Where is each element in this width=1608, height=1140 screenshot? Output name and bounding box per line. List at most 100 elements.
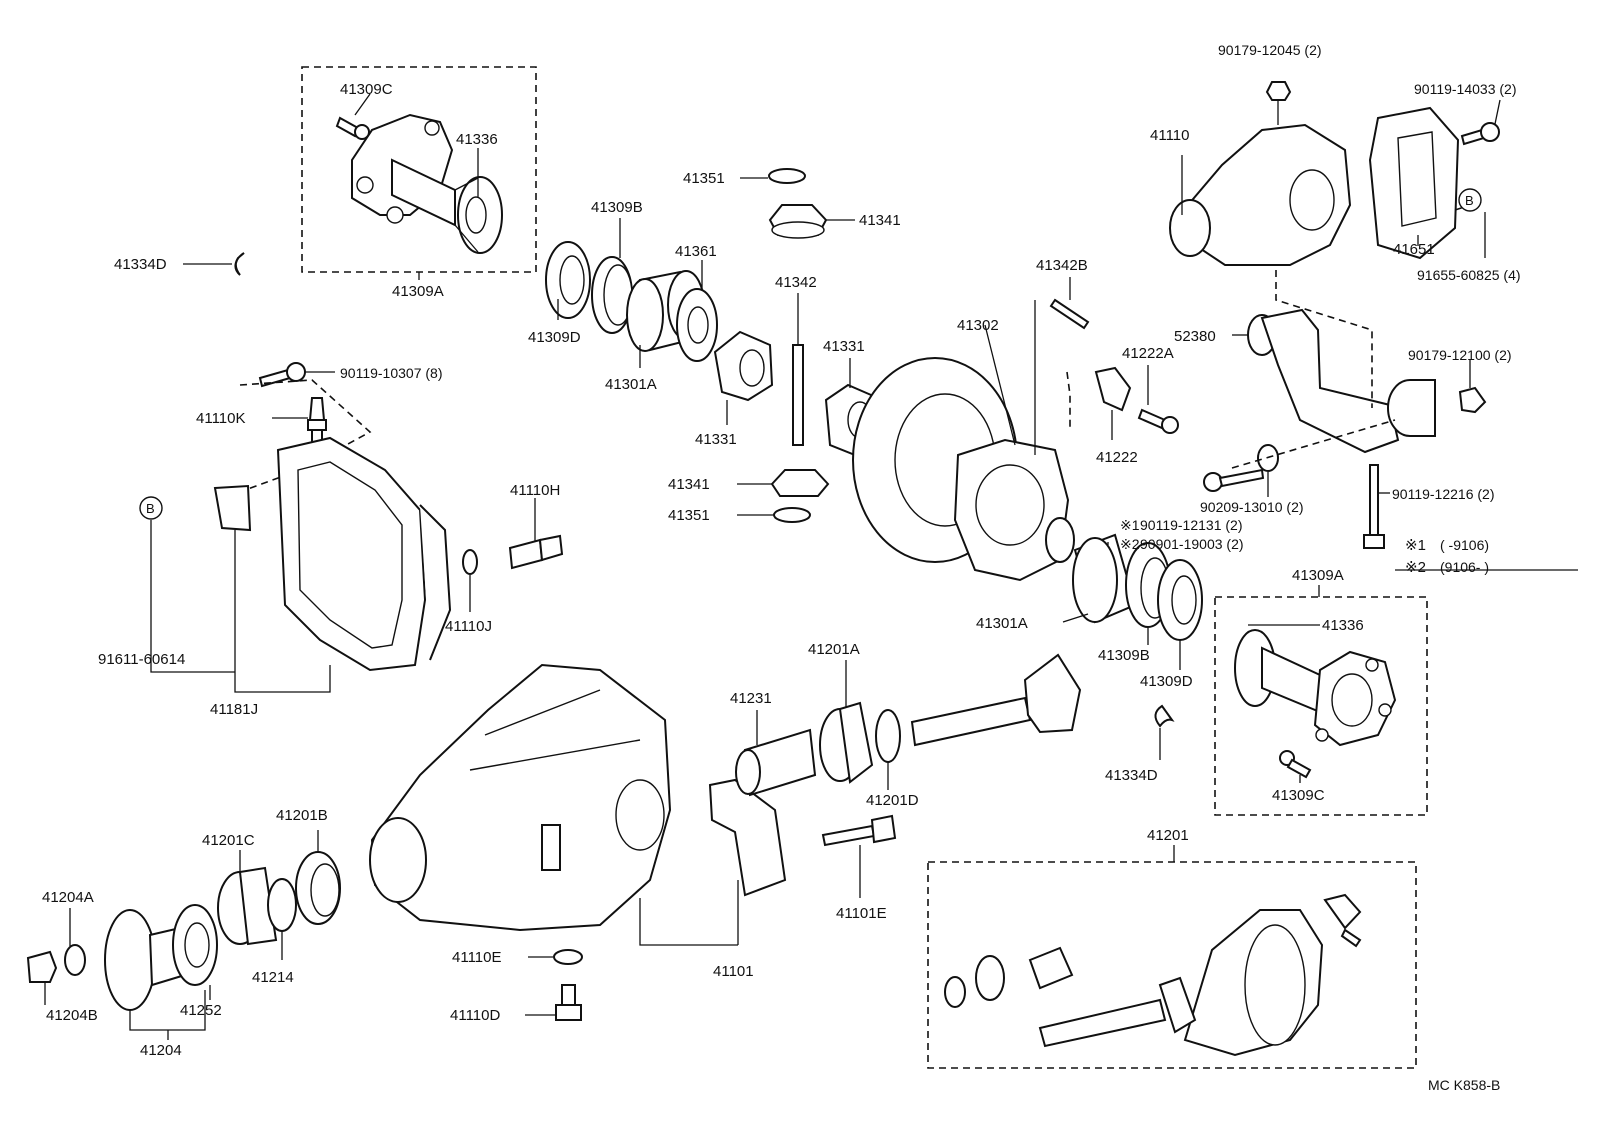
- label-41336-right[interactable]: 41336: [1322, 617, 1364, 634]
- label-41110K[interactable]: 41110K: [196, 410, 246, 427]
- label-41342[interactable]: 41342: [775, 274, 817, 291]
- pinion-shaft-41342: [792, 344, 804, 446]
- label-41110J[interactable]: 41110J: [445, 618, 492, 635]
- label-90901-19003[interactable]: 90901-19003 (2): [1140, 536, 1244, 552]
- washer-41204A: [64, 944, 86, 976]
- label-41309C-right[interactable]: 41309C: [1272, 787, 1325, 804]
- flange-41204: [104, 904, 218, 1011]
- label-41301A-bottom[interactable]: 41301A: [976, 615, 1028, 632]
- label-41309A-top[interactable]: 41309A: [392, 283, 444, 300]
- label-41201[interactable]: 41201: [1147, 827, 1189, 844]
- label-90119-12216[interactable]: 90119-12216 (2): [1392, 486, 1494, 502]
- note-mark-2: ※2: [1405, 559, 1426, 576]
- drive-pinion: [910, 653, 1082, 747]
- oil-seal-41309D-top: [545, 241, 591, 319]
- label-41341-top[interactable]: 41341: [859, 212, 901, 229]
- label-41302[interactable]: 41302: [957, 317, 999, 334]
- label-41351-top[interactable]: 41351: [683, 170, 725, 187]
- label-90119-14033[interactable]: 90119-14033 (2): [1414, 81, 1516, 97]
- group-box-41201: [927, 861, 1417, 1069]
- label-90209-13010[interactable]: 90209-13010 (2): [1200, 499, 1304, 515]
- label-41222[interactable]: 41222: [1096, 449, 1138, 466]
- label-41336-top[interactable]: 41336: [456, 131, 498, 148]
- bearing-41201A: [819, 701, 874, 784]
- label-41204A[interactable]: 41204A: [42, 889, 94, 906]
- label-41110D[interactable]: 41110D: [450, 1007, 500, 1024]
- bearing-cup-41309B-top: [591, 256, 633, 334]
- bearing-race-41361: [676, 288, 718, 362]
- bolt-41309C-right: [1279, 750, 1312, 779]
- label-41334D-left[interactable]: 41334D: [114, 256, 167, 273]
- leader-90119-14033: [1494, 99, 1501, 125]
- bolt-41309C-top: [335, 116, 370, 140]
- nameplate: [213, 484, 252, 532]
- dash-link-41222: [1066, 371, 1071, 430]
- label-41252[interactable]: 41252: [180, 1002, 222, 1019]
- label-41331-left[interactable]: 41331: [695, 431, 737, 448]
- label-41301A-top[interactable]: 41301A: [605, 376, 657, 393]
- dash-link-90209: [1231, 419, 1396, 469]
- nut-90179-12045: [1265, 81, 1292, 101]
- note-mark-2-inline: ※2: [1120, 536, 1140, 552]
- label-41361[interactable]: 41361: [675, 243, 717, 260]
- label-41110H[interactable]: 41110H: [510, 482, 560, 499]
- label-91611-60614[interactable]: 91611-60614: [98, 651, 185, 668]
- label-41201D[interactable]: 41201D: [866, 792, 919, 809]
- label-90119-12131[interactable]: 90119-12131 (2): [1140, 517, 1242, 533]
- label-41101E[interactable]: 41101E: [836, 905, 887, 922]
- label-41309A-right[interactable]: 41309A: [1292, 567, 1344, 584]
- label-41201A[interactable]: 41201A: [808, 641, 860, 658]
- label-41204B[interactable]: 41204B: [46, 1007, 98, 1024]
- cushion-mount: [1387, 379, 1436, 437]
- label-41331-right[interactable]: 41331: [823, 338, 865, 355]
- bolt-90119-12216: [1363, 464, 1385, 549]
- bolt-90209-13010: [1203, 444, 1279, 492]
- output-flange-assembly-top: [351, 113, 503, 254]
- oil-seal-41201B: [295, 851, 341, 925]
- bracket-52380: [1247, 308, 1400, 454]
- leader-41309C-top: [354, 93, 371, 116]
- label-52380[interactable]: 52380: [1174, 328, 1216, 345]
- label-41222A[interactable]: 41222A: [1122, 345, 1174, 362]
- carrier-housing-41110: [1169, 123, 1352, 266]
- diff-case-41302: [953, 438, 1075, 582]
- bolt-90119-10307: [258, 362, 306, 388]
- label-41309B-bottom[interactable]: 41309B: [1098, 647, 1150, 664]
- diagram-code: MC K858-B: [1428, 1077, 1500, 1093]
- label-41204[interactable]: 41204: [140, 1042, 182, 1059]
- dash-link-52380: [1275, 270, 1373, 408]
- bearing-cap: [708, 778, 787, 897]
- label-41214[interactable]: 41214: [252, 969, 294, 986]
- label-41201C[interactable]: 41201C: [202, 832, 255, 849]
- label-41309D-top[interactable]: 41309D: [528, 329, 581, 346]
- plug-41110H: [508, 534, 564, 570]
- label-90179-12045[interactable]: 90179-12045 (2): [1218, 42, 1322, 58]
- label-91655-60825[interactable]: 91655-60825 (4): [1417, 267, 1521, 283]
- lock-pin-41342B: [1049, 298, 1090, 330]
- label-41110E[interactable]: 41110E: [452, 949, 502, 966]
- pinion-gear-41341-top: [768, 204, 828, 239]
- label-41351-bottom[interactable]: 41351: [668, 507, 710, 524]
- leader-41301A-bottom: [1062, 613, 1089, 623]
- bolt-head-41222A: [1161, 416, 1179, 434]
- label-90179-12100[interactable]: 90179-12100 (2): [1408, 347, 1512, 363]
- label-41342B[interactable]: 41342B: [1036, 257, 1088, 274]
- label-41201B[interactable]: 41201B: [276, 807, 328, 824]
- label-41101[interactable]: 41101: [713, 963, 754, 980]
- ref-mark-B-left: [139, 496, 163, 520]
- label-41651[interactable]: 41651: [1393, 241, 1435, 258]
- label-41231[interactable]: 41231: [730, 690, 772, 707]
- label-41181J[interactable]: 41181J: [210, 701, 258, 718]
- label-41309D-bottom[interactable]: 41309D: [1140, 673, 1193, 690]
- label-41309C-top[interactable]: 41309C: [340, 81, 393, 98]
- ref-mark-B-right-text: B: [1465, 193, 1474, 208]
- bearing-41201C: [217, 866, 278, 946]
- label-41309B-top[interactable]: 41309B: [591, 199, 643, 216]
- label-41341-bottom[interactable]: 41341: [668, 476, 710, 493]
- label-41334D-right[interactable]: 41334D: [1105, 767, 1158, 784]
- thrust-washer-41351-bottom: [773, 507, 811, 523]
- label-41110[interactable]: 41110: [1150, 127, 1190, 144]
- bracket-41110J: [462, 549, 478, 575]
- snap-ring-41334D-left: [234, 252, 245, 276]
- label-90119-10307[interactable]: 90119-10307 (8): [340, 365, 442, 381]
